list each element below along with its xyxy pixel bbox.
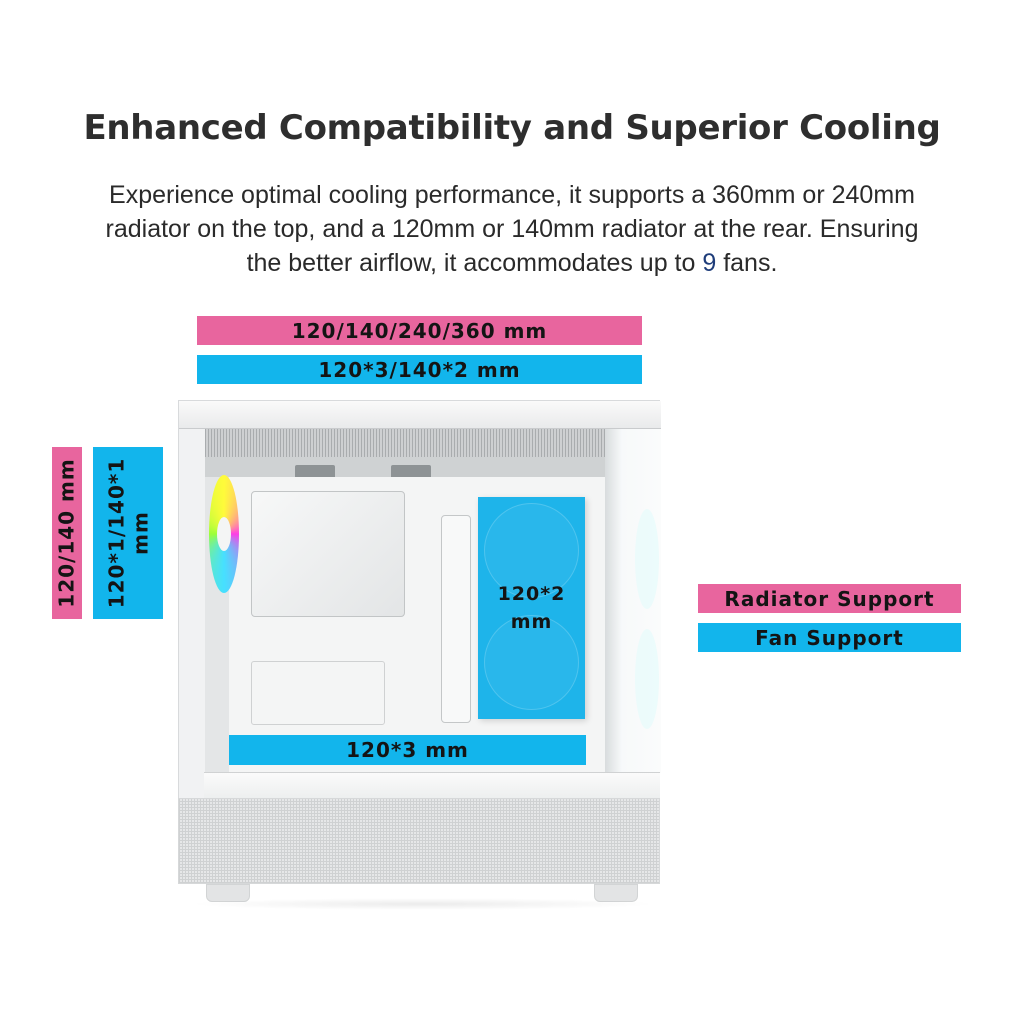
rear-fan-label: 120*1/140*1 mm	[93, 447, 163, 619]
cable-cover	[441, 515, 471, 723]
case-shadow	[188, 898, 658, 910]
side-fan-text: 120*2 mm	[498, 580, 566, 636]
top-fan-label: 120*3/140*2 mm	[197, 355, 642, 384]
rear-radiator-label: 120/140 mm	[52, 447, 82, 619]
mesh-front-panel	[178, 798, 660, 884]
description-line-1: Experience optimal cooling performance, …	[109, 181, 915, 209]
tray-cutout	[251, 661, 385, 725]
grommet-slot	[391, 465, 431, 479]
description-text: fans.	[716, 249, 778, 277]
description-text: the better airflow, it accommodates up t…	[246, 249, 703, 277]
case-top-panel	[179, 401, 661, 429]
grommet-slot	[295, 465, 335, 479]
side-fan-text-line-1: 120*2	[497, 583, 566, 605]
fan-outline-icon	[484, 503, 579, 598]
front-fan-icon	[635, 509, 659, 609]
side-fan-label: 120*2 mm	[478, 497, 585, 719]
rgb-rear-fan-icon	[209, 475, 239, 593]
front-glass-panel	[605, 429, 661, 773]
case-foot	[594, 884, 638, 902]
rear-radiator-text: 120/140 mm	[55, 458, 80, 608]
description-line-2: radiator on the top, and a 120mm or 140m…	[105, 215, 919, 243]
fan-count-highlight: 9	[702, 249, 717, 277]
cpu-cutout	[251, 491, 405, 617]
pc-case-image	[178, 400, 661, 912]
front-fan-icon	[635, 629, 659, 729]
legend-radiator-support: Radiator Support	[698, 584, 961, 613]
psu-shroud	[204, 772, 660, 800]
rear-fan-text-line-1: 120*1/140*1	[104, 457, 128, 609]
side-fan-text-line-2: mm	[510, 611, 553, 633]
legend-fan-support: Fan Support	[698, 623, 961, 652]
top-radiator-label: 120/140/240/360 mm	[197, 316, 642, 345]
bottom-fan-label: 120*3 mm	[229, 735, 586, 765]
fan-outline-icon	[484, 615, 579, 710]
top-vent	[205, 429, 621, 457]
case-foot	[206, 884, 250, 902]
rear-fan-text: 120*1/140*1 mm	[104, 458, 152, 609]
rear-fan-text-line-2: mm	[128, 511, 152, 555]
description-line-3: the better airflow, it accommodates up t…	[20, 246, 1004, 280]
description: Experience optimal cooling performance, …	[20, 178, 1004, 280]
page-title: Enhanced Compatibility and Superior Cool…	[83, 108, 941, 148]
